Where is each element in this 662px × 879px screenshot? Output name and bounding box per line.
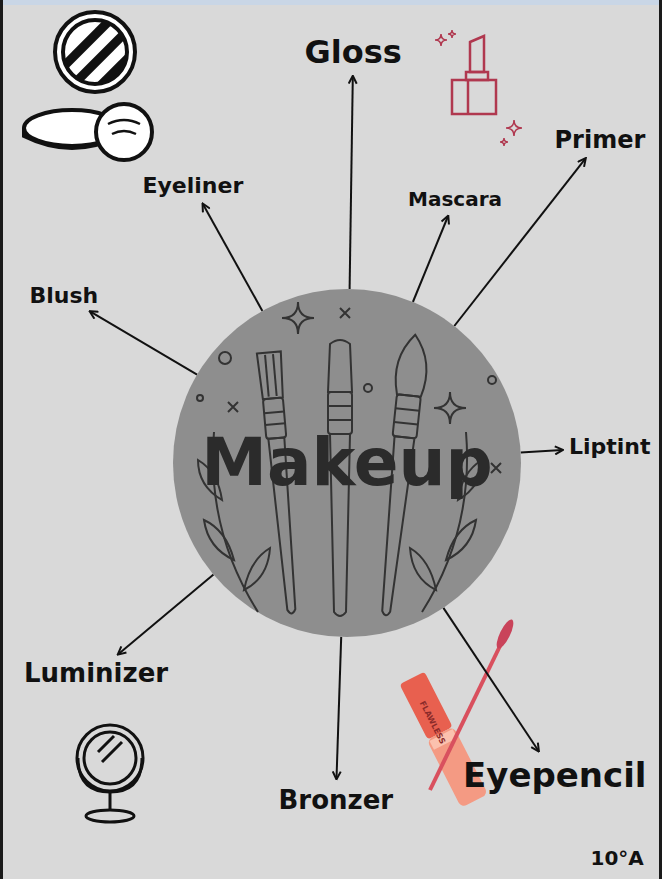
- category-label: Primer: [555, 127, 646, 153]
- category-label: Eyepencil: [463, 757, 647, 794]
- right-border: [659, 0, 662, 879]
- center-title: Makeup: [201, 427, 492, 500]
- category-label-node: Blush: [30, 284, 99, 308]
- arrow-connector: [350, 77, 353, 289]
- arrow-connector: [203, 204, 262, 311]
- top-strip: [0, 0, 662, 5]
- arrow-connector: [521, 450, 562, 453]
- arrow-connector: [90, 312, 197, 375]
- category-label: Bronzer: [279, 786, 394, 815]
- arrow-connector: [443, 608, 538, 751]
- category-label: Blush: [30, 284, 99, 308]
- center-circle: Makeup: [173, 289, 521, 637]
- lipstick-icon: [435, 30, 522, 146]
- category-label-node: Luminizer: [24, 659, 168, 688]
- category-label-node: Bronzer: [279, 786, 394, 815]
- category-label: Liptint: [569, 435, 651, 459]
- left-border: [0, 0, 3, 879]
- category-label: Luminizer: [24, 659, 168, 688]
- page-number: 10°A: [591, 846, 644, 870]
- category-label-node: Liptint: [569, 435, 651, 459]
- circle-fill: [173, 289, 521, 637]
- arrow-connector: [337, 637, 342, 779]
- arrow-connector: [119, 575, 214, 654]
- category-label: Mascara: [408, 188, 502, 210]
- arrow-connector: [454, 159, 585, 326]
- category-label-node: Eyepencil: [463, 757, 647, 794]
- category-label: Gloss: [305, 35, 402, 70]
- category-label-node: Primer: [555, 127, 646, 153]
- category-label-node: Mascara: [408, 188, 502, 210]
- category-label-node: Gloss: [305, 35, 402, 70]
- category-label-node: Eyeliner: [143, 174, 244, 198]
- category-label: Eyeliner: [143, 174, 244, 198]
- hand-mirror-icon: [77, 725, 143, 822]
- arrow-connector: [413, 217, 448, 303]
- brand-text: FLAWLESS: [417, 699, 446, 745]
- compact-mirror-icon: [24, 12, 152, 160]
